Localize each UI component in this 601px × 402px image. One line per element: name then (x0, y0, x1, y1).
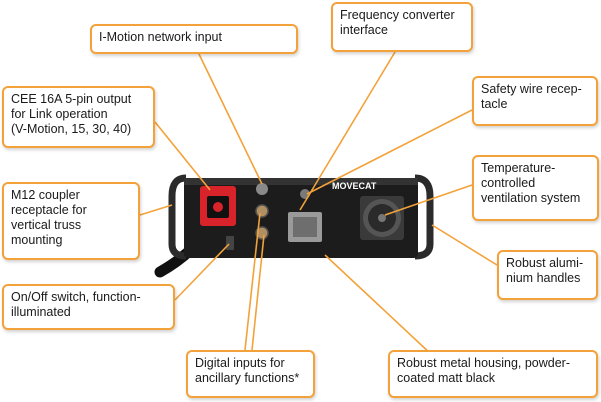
leader-digital-2 (251, 234, 265, 351)
callout-temperature-ventilation: Temperature- controlled ventilation syst… (472, 155, 599, 221)
leader-switch (174, 243, 230, 301)
leader-safety (306, 109, 473, 195)
leader-frequency (299, 51, 396, 211)
leader-temperature (384, 184, 473, 216)
callout-metal-housing: Robust metal housing, powder- coated mat… (388, 350, 598, 398)
digital-input-2 (255, 226, 269, 240)
leader-housing (324, 254, 433, 356)
callout-safety-wire: Safety wire recep- tacle (472, 76, 598, 126)
callout-frequency-converter: Frequency converter interface (331, 2, 473, 52)
callout-cee-output: CEE 16A 5-pin output for Link operation … (2, 86, 155, 148)
callout-aluminium-handles: Robust alumi- nium handles (497, 250, 598, 300)
leader-handles (431, 224, 498, 266)
leader-imotion (197, 51, 263, 185)
brand-label: MOVECAT (332, 181, 377, 191)
left-handle (168, 174, 187, 260)
device-illustration: MOVECAT (154, 174, 434, 278)
callout-imotion: I-Motion network input (90, 24, 298, 54)
leader-digital-1 (244, 212, 261, 351)
imotion-connector (256, 183, 268, 195)
on-off-switch (226, 236, 234, 250)
right-handle (414, 174, 434, 260)
callout-on-off-switch: On/Off switch, function- illuminated (2, 284, 175, 330)
leader-lines (139, 51, 498, 356)
callout-digital-inputs: Digital inputs for ancillary functions* (186, 350, 315, 398)
callout-m12-coupler: M12 coupler receptacle for vertical trus… (2, 182, 140, 260)
leader-cee (154, 121, 211, 191)
digital-input-1 (255, 204, 269, 218)
leader-m12 (139, 204, 173, 216)
